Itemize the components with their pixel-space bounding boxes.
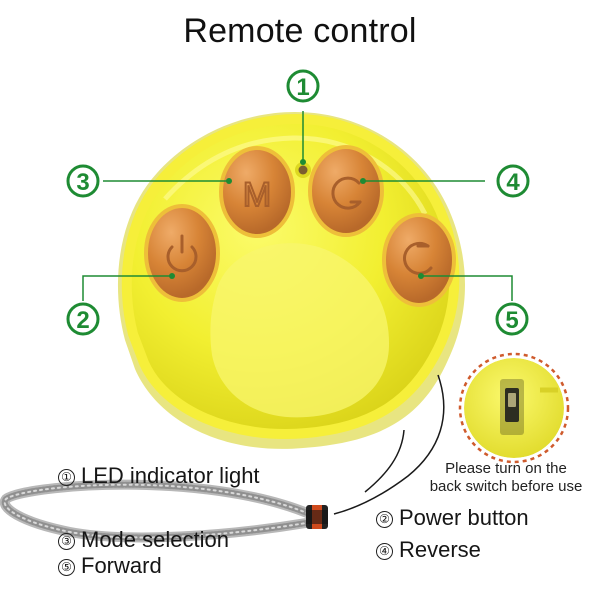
wrist-strap-highlight bbox=[3, 483, 315, 539]
paw-rim-highlight bbox=[163, 135, 428, 216]
back-switch-note: Please turn on the back switch before us… bbox=[418, 460, 594, 496]
rotate-right-icon bbox=[403, 241, 433, 275]
legend-led-number: ① bbox=[58, 468, 75, 486]
mode-button[interactable]: M bbox=[219, 146, 295, 238]
svg-text:3: 3 bbox=[76, 169, 89, 196]
legend-led-label: LED indicator light bbox=[81, 463, 260, 488]
lanyard-cord bbox=[333, 374, 445, 515]
callout-badge-1: 1 bbox=[286, 69, 320, 103]
legend-mode: ③ Mode selection bbox=[58, 527, 229, 553]
power-icon bbox=[166, 234, 198, 273]
callout-lines bbox=[82, 111, 513, 301]
legend-reverse-number: ④ bbox=[376, 542, 393, 560]
back-switch-photo bbox=[458, 352, 570, 464]
back-switch-note-line-1: Please turn on the bbox=[445, 460, 567, 477]
callout-badge-2: 2 bbox=[66, 302, 100, 336]
paw-palm bbox=[210, 243, 390, 418]
svg-text:4: 4 bbox=[506, 169, 520, 196]
led-indicator bbox=[295, 162, 311, 178]
svg-text:1: 1 bbox=[296, 74, 309, 101]
back-switch-note-line-2: back switch before use bbox=[429, 478, 583, 495]
legend-forward-label: Forward bbox=[81, 553, 162, 578]
strap-clip bbox=[306, 505, 328, 529]
legend-led: ① LED indicator light bbox=[58, 463, 260, 489]
callout-badge-4: 4 bbox=[496, 164, 530, 198]
lanyard-cord-inner bbox=[364, 429, 405, 493]
legend-forward: ⑤ Forward bbox=[58, 553, 162, 579]
power-button[interactable] bbox=[144, 204, 220, 302]
legend-mode-number: ③ bbox=[58, 532, 75, 550]
legend-forward-number: ⑤ bbox=[58, 558, 75, 576]
legend-mode-label: Mode selection bbox=[81, 527, 229, 552]
callout-dots bbox=[169, 159, 424, 279]
legend-power-label: Power button bbox=[399, 505, 529, 530]
legend-power: ② Power button bbox=[376, 505, 529, 531]
rotate-left-icon bbox=[331, 176, 362, 210]
svg-text:5: 5 bbox=[505, 307, 518, 334]
page-title: Remote control bbox=[183, 12, 417, 50]
switch-icon bbox=[508, 393, 516, 407]
legend-reverse-label: Reverse bbox=[399, 537, 481, 562]
mode-m-icon: M bbox=[243, 176, 271, 214]
reverse-button[interactable] bbox=[308, 145, 384, 237]
svg-text:2: 2 bbox=[76, 307, 89, 334]
callout-badge-3: 3 bbox=[66, 164, 100, 198]
legend-reverse: ④ Reverse bbox=[376, 537, 481, 563]
forward-button[interactable] bbox=[382, 213, 456, 307]
callout-badge-5: 5 bbox=[495, 302, 529, 336]
legend-power-number: ② bbox=[376, 510, 393, 528]
